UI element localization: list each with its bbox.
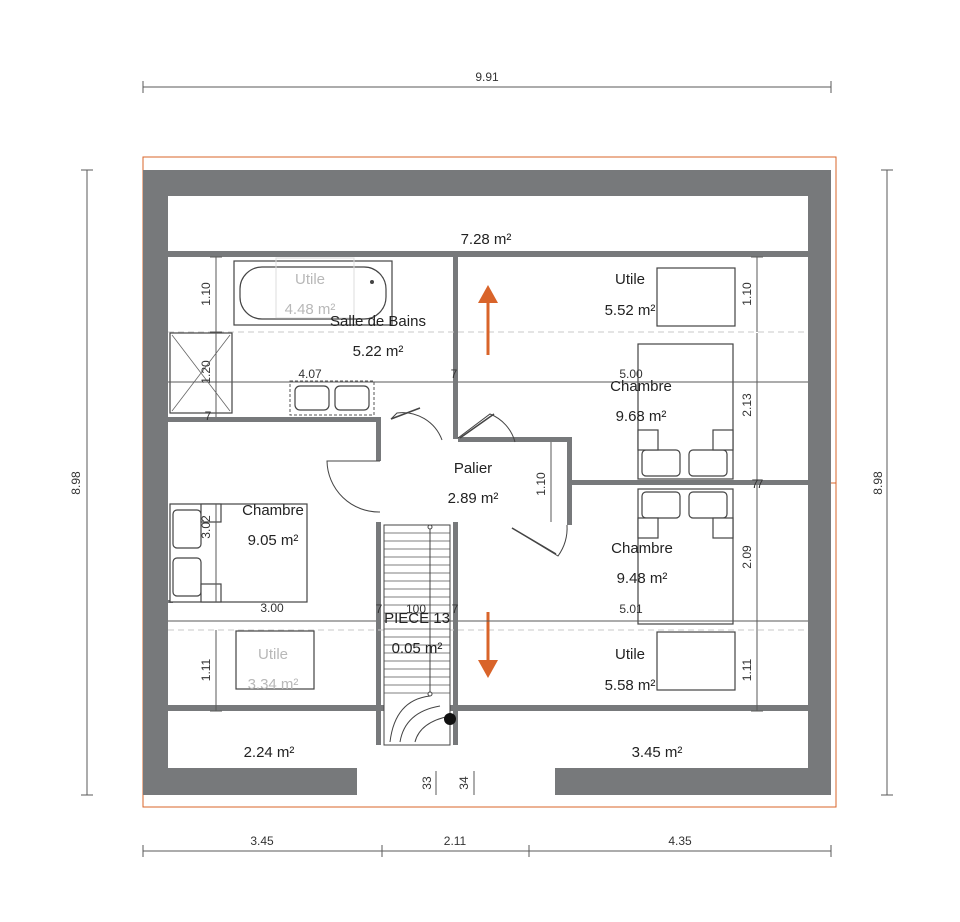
bottom-right-label: 4.35 <box>668 834 692 848</box>
bedroom-left-width-dim: 3.00 <box>260 601 284 615</box>
overall-width-label: 9.91 <box>475 70 499 84</box>
bottom-left-label: 3.45 <box>250 834 274 848</box>
bed-left <box>169 503 308 603</box>
landing-depth-dim: 1.10 <box>534 472 548 496</box>
utile-bl-name: Utile <box>258 646 288 663</box>
wall-marker-c: 7 <box>376 602 383 616</box>
wall-marker-f: 7 <box>757 477 764 491</box>
bedroom-bottom-right-width-dim: 5.01 <box>619 602 643 616</box>
wall-marker-e: 7 <box>752 477 759 491</box>
chambre-tr-name: Chambre <box>610 378 672 395</box>
storage-box-top-left <box>275 257 355 319</box>
piece13-area: 0.05 m² <box>392 640 443 657</box>
interior-walls <box>168 251 808 745</box>
chambre-tr-area: 9.68 m² <box>616 408 667 425</box>
dimension-overall-width: 9.91 <box>142 70 832 93</box>
dimension-overall-depth-left: 8.98 <box>69 169 93 796</box>
top-strip-area: 7.28 m² <box>461 231 512 248</box>
arrow-up <box>478 285 498 355</box>
wall-marker-b: 7 <box>205 409 212 423</box>
utile-tl-area: 4.48 m² <box>285 301 336 318</box>
shower-height-dim: 1.20 <box>199 360 213 384</box>
chambre-br-name: Chambre <box>611 540 673 557</box>
internal-dimension-lines <box>168 256 808 795</box>
room-labels: 7.28 m² Utile 4.48 m² Salle de Bains 5.2… <box>242 231 682 761</box>
bed-top-right <box>637 343 734 480</box>
stair-width-dim: 100 <box>406 602 426 616</box>
bathroom-area: 5.22 m² <box>353 343 404 360</box>
internal-dimension-labels: 1.10 1.20 4.07 3.02 3.00 1.11 1.10 1.10 … <box>199 282 764 790</box>
utile-tr-name: Utile <box>615 271 645 288</box>
storage-box-bottom-right <box>656 631 736 691</box>
bottom-right-area: 3.45 m² <box>632 744 683 761</box>
bedroom-top-right-width-dim: 5.00 <box>619 367 643 381</box>
piece13-name: PIECE 13 <box>384 610 450 627</box>
bedroom-bottom-right-depth-dim: 2.09 <box>740 545 754 569</box>
bedroom-top-right-depth-dim: 2.13 <box>740 393 754 417</box>
overall-depth-right-label: 8.98 <box>871 471 885 495</box>
staircase <box>383 524 456 746</box>
utile-bl-area: 3.34 m² <box>248 676 299 693</box>
step-left-dim: 33 <box>420 776 434 790</box>
chambre-l-area: 9.05 m² <box>248 532 299 549</box>
bottom-middle-label: 2.11 <box>444 834 467 848</box>
palier-name: Palier <box>454 460 492 477</box>
attic-top-left-dim: 1.10 <box>199 282 213 306</box>
palier-area: 2.89 m² <box>448 490 499 507</box>
step-right-dim: 34 <box>457 776 471 790</box>
wall-marker-d: 7 <box>452 602 459 616</box>
utile-br-area: 5.58 m² <box>605 677 656 694</box>
storage-box-bottom-left <box>235 630 315 690</box>
shower <box>169 332 233 414</box>
bottom-left-area: 2.24 m² <box>244 744 295 761</box>
dimension-bottom: 3.45 2.11 4.35 <box>142 834 832 857</box>
bathroom-name: Salle de Bains <box>330 313 426 330</box>
overall-depth-left-label: 8.98 <box>69 471 83 495</box>
attic-bottom-left-dim: 1.11 <box>199 658 213 681</box>
bedroom-left-depth-dim: 3.02 <box>199 515 213 539</box>
chambre-br-area: 9.48 m² <box>617 570 668 587</box>
chambre-l-name: Chambre <box>242 502 304 519</box>
double-sink <box>289 380 375 416</box>
utile-tr-area: 5.52 m² <box>605 302 656 319</box>
doors <box>326 407 568 557</box>
bed-bottom-right <box>637 488 734 625</box>
bathroom-width-dim: 4.07 <box>298 367 322 381</box>
utile-br-name: Utile <box>615 646 645 663</box>
attic-bottom-right-dim: 1.11 <box>740 658 754 681</box>
storage-box-top-right <box>656 267 736 327</box>
dimension-overall-depth-right: 8.98 <box>871 169 893 796</box>
wall-marker-a: 7 <box>451 367 458 381</box>
utile-tl-name: Utile <box>295 271 325 288</box>
attic-top-right-dim: 1.10 <box>740 282 754 306</box>
